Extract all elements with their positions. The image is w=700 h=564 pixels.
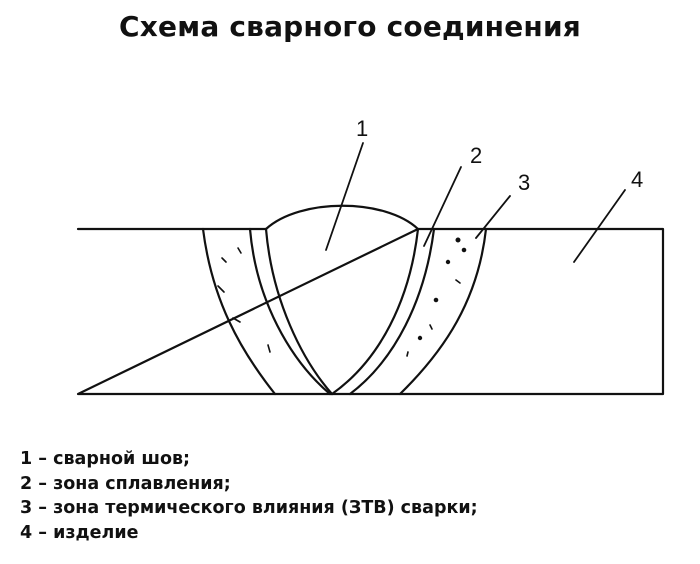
callout-label-3: 3 [518, 170, 530, 195]
fusion-line-right-inner [330, 227, 420, 396]
page-title: Схема сварного соединения [119, 10, 581, 43]
leader-line-3 [475, 195, 511, 239]
legend-item: 2 – зона сплавления; [20, 473, 231, 494]
callout-label-2: 2 [470, 143, 482, 168]
callout-label-1: 1 [356, 116, 368, 141]
weld-cap [264, 204, 420, 231]
haz-line-left [201, 227, 277, 396]
haz-texture [217, 237, 467, 357]
leader-line-4 [573, 189, 626, 263]
legend-list: 1 – сварной шов; 2 – зона сплавления; 3 … [20, 447, 478, 545]
callout-label-4: 4 [631, 167, 643, 192]
workpiece-outline [76, 227, 665, 396]
leader-line-1 [325, 142, 364, 251]
fusion-line-left-inner [264, 227, 334, 396]
legend-item: 4 – изделие [20, 522, 139, 543]
fusion-line-left-outer [248, 227, 332, 396]
haz-line-right [398, 227, 488, 396]
legend-item: 1 – сварной шов; [20, 449, 191, 469]
leader-line-2 [423, 166, 462, 247]
legend-item: 3 – зона термического влияния (ЗТВ) свар… [20, 498, 478, 518]
fusion-line-right-outer [348, 227, 436, 396]
